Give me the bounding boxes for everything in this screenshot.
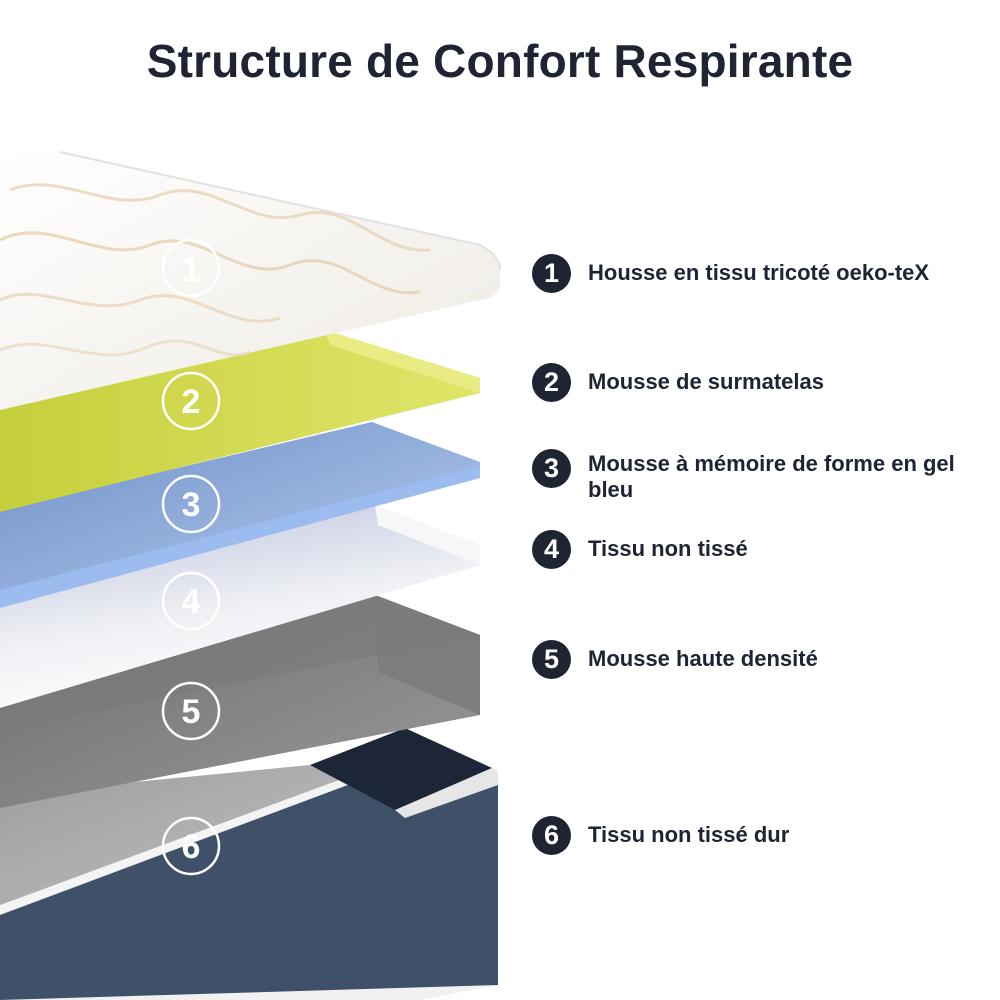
- legend-label: Housse en tissu tricoté oeko-teX: [588, 260, 930, 285]
- legend-item-5: 5 Mousse haute densité: [532, 640, 988, 679]
- svg-text:5: 5: [182, 693, 201, 731]
- legend-number-badge: 1: [532, 254, 571, 293]
- svg-text:6: 6: [182, 828, 201, 866]
- layer-label-6: 6: [161, 816, 221, 876]
- layer-label-2: 2: [161, 371, 221, 431]
- svg-text:4: 4: [182, 583, 201, 621]
- layer-label-4: 4: [161, 571, 221, 631]
- page-title: Structure de Confort Respirante: [146, 35, 854, 87]
- layer-label-1: 1: [161, 238, 221, 298]
- legend-item-4: 4 Tissu non tissé: [532, 530, 988, 569]
- legend-item-1: 1 Housse en tissu tricoté oeko-teX: [532, 254, 988, 293]
- legend-number-badge: 3: [532, 449, 571, 488]
- legend-item-2: 2 Mousse de surmatelas: [532, 363, 988, 402]
- legend-label: Tissu non tissé: [588, 536, 748, 561]
- legend-label: Mousse de surmatelas: [588, 369, 824, 394]
- legend-number-badge: 5: [532, 640, 571, 679]
- layer-4-nonwoven: [0, 505, 480, 708]
- layer-label-5: 5: [161, 681, 221, 741]
- legend-item-3: 3 Mousse à mémoire de forme en gel bleu: [532, 445, 978, 503]
- layer-1-cover: [0, 151, 501, 410]
- legend-number-badge: 4: [532, 530, 571, 569]
- legend-label: Tissu non tissé dur: [588, 822, 790, 847]
- layer-label-3: 3: [161, 474, 221, 534]
- legend-item-6: 6 Tissu non tissé dur: [532, 816, 988, 855]
- layer-6-base: [0, 728, 498, 1000]
- layer-5-high-density: [0, 595, 480, 808]
- svg-text:1: 1: [182, 251, 201, 289]
- svg-text:2: 2: [182, 383, 201, 421]
- legend-label: Mousse haute densité: [588, 646, 818, 671]
- legend-label: Mousse à mémoire de forme en gel bleu: [588, 451, 955, 502]
- layer-2-topper: [0, 330, 480, 512]
- layer-3-gel-foam: [0, 422, 480, 608]
- legend-number-badge: 6: [532, 816, 571, 855]
- svg-text:3: 3: [182, 486, 201, 524]
- legend-number-badge: 2: [532, 363, 571, 402]
